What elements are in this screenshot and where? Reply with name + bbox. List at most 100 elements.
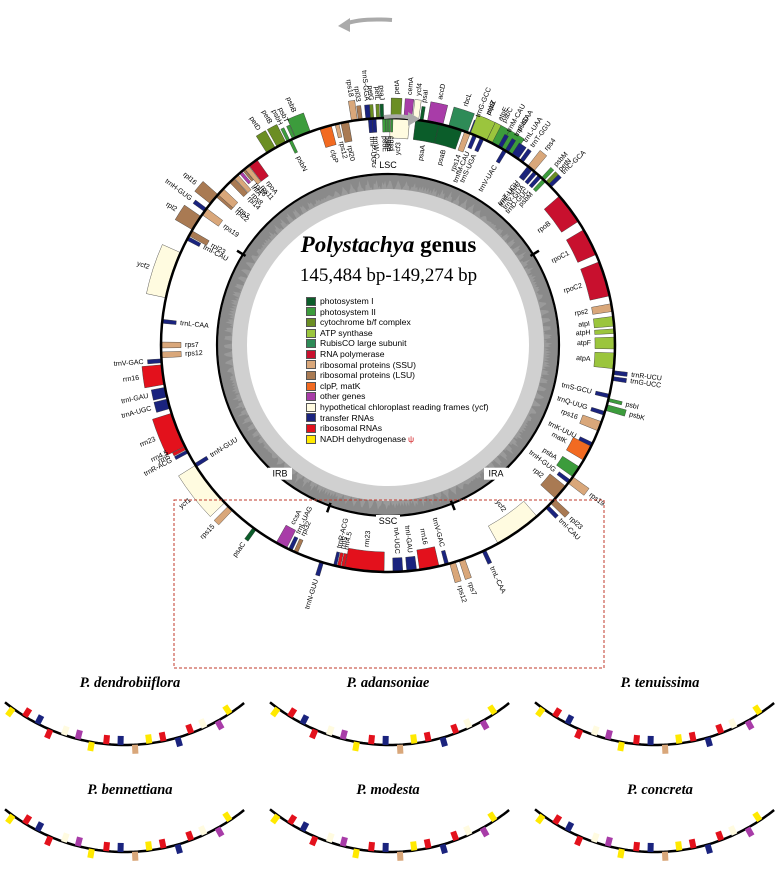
panel-ring-arc <box>269 701 510 747</box>
legend-swatch <box>306 296 316 306</box>
legend-label: RubisCO large subunit <box>320 338 407 349</box>
panel-gene-block <box>44 728 54 740</box>
gene-label: trnV-GAC <box>431 517 446 548</box>
panel-gene-block <box>270 813 281 825</box>
gene-label: trnR-UCU <box>631 372 662 383</box>
panel-gene-block <box>198 825 208 836</box>
gene-block <box>289 140 298 154</box>
gene-block <box>319 125 337 148</box>
gene-block <box>441 550 449 565</box>
gene-label: rps7 <box>466 581 477 596</box>
gene-block <box>162 319 177 325</box>
gene-label: rps12 <box>185 350 203 358</box>
gene-label: atpA <box>576 355 591 363</box>
gene-label: ycf3 <box>395 142 403 155</box>
panel-gene-block <box>752 811 763 823</box>
panel-gene-block <box>145 841 153 851</box>
gene-block <box>449 562 462 583</box>
region-label-bg <box>483 467 508 480</box>
gene-block <box>387 118 391 133</box>
panel-gene-block <box>299 821 310 832</box>
gene-block <box>356 105 363 120</box>
gene-label: rps16 <box>560 408 579 421</box>
gene-block <box>334 124 343 139</box>
panel-gene-block <box>87 741 95 752</box>
gene-label: psaB <box>437 149 448 167</box>
gene-block <box>590 407 605 416</box>
gene-label: ycf2 <box>494 499 507 514</box>
gene-label: rps12 <box>337 141 348 160</box>
panel-gene-block <box>604 836 613 847</box>
legend-swatch <box>306 381 316 391</box>
panel-gene-block <box>450 723 460 735</box>
gene-block <box>348 100 358 121</box>
panel-gene-block <box>34 821 45 832</box>
gc-center-disc <box>247 204 529 486</box>
gene-label: trnV-UAC <box>478 164 499 193</box>
gene-label: trnP-UGG <box>368 136 377 168</box>
panel-gene-block <box>715 830 725 842</box>
panel-ring-arc <box>534 701 775 747</box>
panel-gene-block <box>423 731 432 742</box>
legend-label: ribosomal RNAs <box>320 423 383 434</box>
legend-swatch <box>306 413 316 423</box>
legend-item: RNA polymerase <box>306 349 489 360</box>
panel-gene-block <box>339 729 348 740</box>
gene-label: ycf4 <box>415 83 424 97</box>
panel-gene-block <box>591 832 600 843</box>
panel-gene-block <box>158 838 167 849</box>
panel-gene-block <box>214 826 225 838</box>
panel-ring-arc <box>4 808 245 854</box>
region-label-bg <box>268 467 293 480</box>
gene-label: trnL-CAA <box>488 566 507 595</box>
gene-block <box>419 106 426 120</box>
gene-label: rps12 <box>456 585 468 604</box>
panel-gene-block <box>339 836 348 847</box>
legend-label: ribosomal proteins (SSU) <box>320 359 416 370</box>
direction-arrow <box>383 114 413 120</box>
gene-label: psbN <box>295 155 308 173</box>
gene-label: trnS-GCU <box>561 382 593 396</box>
panel-gene-block <box>675 734 683 744</box>
gene-label: rps4 <box>544 137 558 152</box>
gene-label: cemA <box>407 77 416 96</box>
panel-title-adansoniae: P. adansoniae <box>346 675 430 691</box>
panel-gene-block <box>185 830 195 842</box>
gene-label: rpl2 <box>164 201 178 213</box>
gc-content-ring <box>215 172 561 518</box>
panel-gene-block <box>34 714 45 725</box>
gene-label: trnA-UGC <box>121 405 152 420</box>
legend-label: other genes <box>320 391 366 402</box>
gene-label: psbK <box>628 411 646 422</box>
panel-gene-block <box>44 835 54 847</box>
direction-arrow <box>344 17 393 26</box>
gene-label: psbJ <box>388 136 395 151</box>
legend-label: hypothetical chloroplast reading frames … <box>320 401 489 412</box>
panel-gene-block <box>439 843 448 855</box>
gene-label: trnG-UCC <box>630 378 662 390</box>
region-label-ira: IRA <box>488 469 503 479</box>
gene-block <box>390 118 394 133</box>
panel-gene-block <box>145 734 153 744</box>
gene-label: psbB <box>284 96 297 114</box>
panel-gene-block <box>633 841 640 852</box>
panel-gene-block <box>463 718 473 729</box>
legend-item: RubisCO large subunit <box>306 338 489 349</box>
gene-block <box>141 364 164 389</box>
direction-arrow-head <box>338 18 350 32</box>
panel-gene-block <box>87 848 95 859</box>
panel-gene-block <box>222 704 233 716</box>
gene-label: rps18 <box>345 79 355 97</box>
panel-ring-arc <box>4 701 245 747</box>
legend-label: photosystem I <box>320 296 374 306</box>
panel-title-modesta: P. modesta <box>356 782 420 798</box>
gene-label: rrn4.5 <box>343 531 354 550</box>
gene-label: trnL-CAA <box>180 320 210 330</box>
panel-title-concreta: P. concreta <box>627 782 693 798</box>
gene-block <box>608 398 623 406</box>
panel-gene-block <box>368 841 375 852</box>
panel-gene-block <box>423 838 432 849</box>
legend-label: NADH dehydrogenase <box>320 433 406 444</box>
